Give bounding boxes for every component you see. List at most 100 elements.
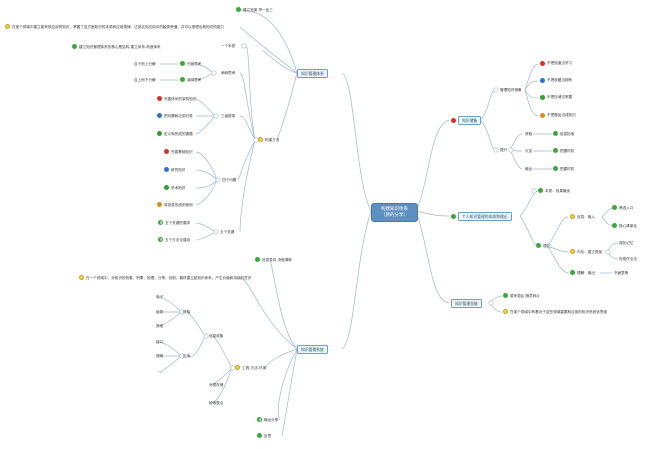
node-apply[interactable]: 应用 — [183, 354, 191, 358]
intro-description[interactable]: 在一个领域中，对知识的收集、积累、梳理、分享、创新，最终建立起知识体系，产生价值… — [86, 276, 252, 280]
leaf-homework[interactable]: 完成作业法 — [619, 257, 637, 261]
node-acquire-channel[interactable]: 获取 — [183, 310, 191, 314]
priority-2-icon — [164, 167, 169, 172]
leaf-electronic[interactable]: 电子 — [156, 295, 164, 299]
node-tool-method-env[interactable]: 工具-方法-环境 — [242, 366, 267, 370]
node-internalize[interactable]: 内化：建立框架 — [577, 250, 603, 254]
check-icon — [236, 7, 241, 12]
leaf-reserve-2[interactable]: 不把收藏当拥有 — [547, 78, 573, 82]
leaf-reserve-4[interactable]: 不把搬运当成知识 — [547, 113, 576, 117]
check-icon — [255, 257, 260, 262]
leaf-more[interactable]: ... — [160, 370, 164, 374]
node-three-frames[interactable]: 三级框架 — [221, 114, 236, 118]
check-icon — [612, 205, 617, 210]
node-manage-reserve[interactable]: 管理知识储备 — [500, 88, 522, 92]
check-icon — [72, 44, 77, 49]
check-icon — [536, 243, 541, 248]
branch-km-system[interactable]: 知识管理系统 — [297, 345, 328, 354]
leaf-settle[interactable]: 把握时机 — [560, 149, 575, 153]
leaf-output[interactable]: 把握时机 — [560, 167, 575, 171]
leaf-memory[interactable]: 强化记忆 — [619, 241, 634, 245]
priority-3-icon — [157, 131, 162, 136]
leaf-deductive[interactable]: 演绎思考 — [187, 78, 202, 82]
node-build-method[interactable]: 构建方法 — [265, 138, 280, 142]
node-one-essence[interactable]: 一个本质 — [221, 44, 236, 48]
leaf-frame-2[interactable]: 把问题和应用归类 — [164, 114, 193, 118]
intro-definition[interactable]: 在某个领域中建立能有效应用的知识，掌握了这方面知识的本质和应用规律，达到实际应用… — [12, 25, 225, 29]
bulb-icon — [258, 137, 263, 142]
leaf-filter-entry[interactable]: 筛选入口 — [619, 206, 634, 210]
leaf-search[interactable]: 搜索 — [156, 354, 164, 358]
priority-1-icon — [164, 149, 169, 154]
intro-perfect[interactable]: 建立完美 举一反三 — [243, 8, 273, 12]
leaf-question-4[interactable]: 将信息系统到常用 — [164, 203, 193, 207]
intro-info[interactable]: 信息导向 流程清晰 — [262, 258, 292, 262]
check-icon — [257, 433, 262, 438]
node-acquire[interactable]: 获取 — [525, 132, 533, 136]
bulb-icon — [570, 214, 575, 219]
node-understand[interactable]: 理解：输出 — [577, 271, 595, 275]
leaf-frame-1[interactable]: 完善体系的架构知识 — [164, 97, 197, 101]
check-icon — [538, 188, 543, 193]
node-five-keys[interactable]: 五个关键 — [220, 230, 235, 234]
leaf-written[interactable]: 书面表等 — [614, 271, 629, 275]
leaf-core-list[interactable]: 核心清单化 — [619, 224, 637, 228]
leaf-bottom-up[interactable]: 自下而上分解 — [134, 62, 156, 66]
leaf-reserve-1[interactable]: 不把知道当学习 — [547, 61, 573, 65]
priority-1-icon — [451, 118, 456, 123]
check-icon — [553, 131, 558, 136]
progress-half-icon — [257, 417, 262, 422]
check-icon — [503, 293, 508, 298]
leaf-interface[interactable]: 接口 — [156, 340, 164, 344]
leaf-acquire[interactable]: 信息检索 — [560, 132, 575, 136]
node-two-thinking[interactable]: 两种思考 — [221, 71, 236, 75]
leaf-paper[interactable]: 纸张 — [156, 310, 164, 314]
branch-km-structure[interactable]: 知识管理体系 — [297, 69, 328, 78]
branch-km-thinking[interactable]: 知识管理思维 — [451, 299, 482, 308]
bulb-icon — [235, 365, 240, 370]
check-icon — [451, 214, 456, 219]
check-icon — [180, 77, 185, 82]
check-icon — [553, 166, 558, 171]
node-info-collect[interactable]: 信息收集 — [209, 334, 224, 338]
node-input[interactable]: 信息：输入 — [577, 215, 595, 219]
leaf-question-2[interactable]: 研究知识 — [171, 168, 186, 172]
node-output[interactable]: 输出 — [525, 167, 533, 171]
progress-half-icon — [158, 237, 163, 242]
leaf-question-3[interactable]: 学术知识 — [171, 186, 186, 190]
leaf-other[interactable]: 其他 — [156, 324, 164, 328]
branch-essence-theory[interactable]: 个人知识管理的本质和理论 — [458, 212, 512, 221]
node-essence[interactable]: 本质：效果最优 — [545, 189, 571, 193]
leaf-top-down[interactable]: 自上而下分解 — [134, 78, 156, 82]
branch-knowledge-reserve[interactable]: 知识储备 — [458, 116, 482, 125]
leaf-systematic[interactable]: 在某个领域中有着对于这些领域重要和应用的知识系统化思维 — [510, 310, 608, 314]
leaf-question-1[interactable]: 完善基础知识 — [171, 150, 193, 154]
progress-half-icon — [158, 220, 163, 225]
check-icon — [570, 270, 575, 275]
priority-1-icon — [540, 61, 545, 66]
node-four-questions[interactable]: 四个问题 — [222, 178, 237, 182]
priority-2-icon — [157, 113, 162, 118]
node-improve[interactable]: 提升 — [500, 148, 508, 152]
leaf-reserve-3[interactable]: 不把存储当掌握 — [547, 95, 573, 99]
node-reflect[interactable]: 反思 — [264, 434, 272, 438]
node-settle[interactable]: 沉淀 — [525, 149, 533, 153]
leaf-key-2[interactable]: 五个方法论建设 — [165, 238, 191, 242]
node-classify-store[interactable]: 分类存储 — [209, 383, 224, 387]
check-icon — [612, 223, 617, 228]
bulb-icon — [5, 24, 10, 29]
bulb-icon — [503, 309, 508, 314]
priority-3-icon — [164, 185, 169, 190]
leaf-key-1[interactable]: 五个关键的要求 — [165, 221, 191, 225]
intro-core[interactable]: 建立知识管理体系的核心是结构-建立体系-构造体系 — [79, 45, 161, 49]
leaf-chaos[interactable]: 原来混乱 随意碎片 — [510, 294, 540, 298]
root-node[interactable]: 构建知识体系 （我的分享） — [371, 203, 418, 222]
node-search-integrate[interactable]: 检索整合 — [209, 401, 224, 405]
leaf-frame-3[interactable]: 定义和完成的课题 — [164, 132, 193, 136]
root-subtitle: （我的分享） — [381, 212, 408, 218]
leaf-inductive[interactable]: 归纳思考 — [187, 62, 202, 66]
priority-3-icon — [540, 95, 545, 100]
node-theory[interactable]: 理论 — [543, 244, 551, 248]
node-output-share[interactable]: 输出分享 — [264, 418, 279, 422]
